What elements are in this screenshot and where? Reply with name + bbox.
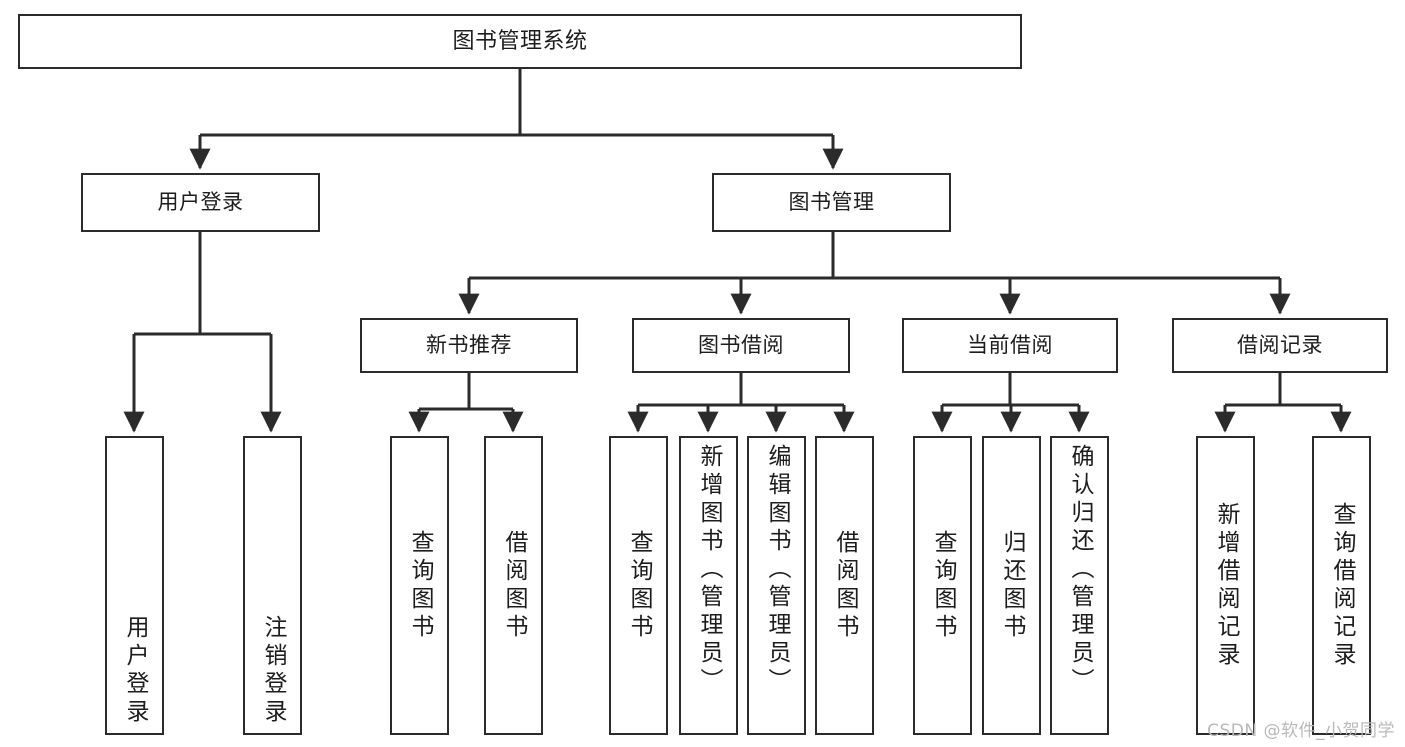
node-label: 用户登录: [157, 190, 244, 215]
leaf-query-borrow-record[interactable]: 查询借阅记录: [1312, 436, 1371, 735]
node-label: 新增图书（管理员）: [696, 444, 722, 696]
node-label: 图书管理系统: [452, 28, 588, 54]
node-borrow-record[interactable]: 借阅记录: [1172, 318, 1388, 373]
node-label: 注销登录: [260, 615, 286, 727]
leaf-query-book-current[interactable]: 查询图书: [913, 436, 972, 735]
node-label: 新增借阅记录: [1213, 501, 1239, 670]
node-book-manage[interactable]: 图书管理: [712, 173, 951, 232]
leaf-add-borrow-record[interactable]: 新增借阅记录: [1196, 436, 1255, 735]
node-label: 确认归还（管理员）: [1067, 444, 1093, 696]
node-label: 查询图书: [930, 529, 956, 642]
node-label: 当前借阅: [967, 333, 1053, 358]
node-label: 查询图书: [626, 529, 652, 642]
leaf-query-book-recommend[interactable]: 查询图书: [390, 436, 449, 735]
node-current-borrow[interactable]: 当前借阅: [902, 318, 1118, 373]
leaf-add-book[interactable]: 新增图书（管理员）: [679, 436, 738, 735]
leaf-query-book-borrow[interactable]: 查询图书: [609, 436, 668, 735]
node-root-system[interactable]: 图书管理系统: [18, 14, 1022, 69]
node-book-borrow[interactable]: 图书借阅: [632, 318, 850, 373]
leaf-user-logout[interactable]: 注销登录: [243, 436, 302, 735]
node-label: 借阅图书: [832, 529, 858, 642]
leaf-edit-book[interactable]: 编辑图书（管理员）: [747, 436, 806, 735]
node-label: 图书借阅: [698, 333, 784, 358]
node-label: 查询图书: [407, 529, 433, 642]
leaf-return-book[interactable]: 归还图书: [982, 436, 1041, 735]
leaf-user-login[interactable]: 用户登录: [105, 436, 164, 735]
node-label: 归还图书: [999, 529, 1025, 642]
node-label: 新书推荐: [426, 333, 512, 358]
node-label: 用户登录: [122, 615, 148, 727]
leaf-confirm-return[interactable]: 确认归还（管理员）: [1050, 436, 1109, 735]
leaf-borrow-book-recommend[interactable]: 借阅图书: [484, 436, 543, 735]
csdn-watermark: CSDN @软件_小贺同学: [1207, 721, 1395, 741]
node-user-login[interactable]: 用户登录: [81, 173, 320, 232]
node-label: 借阅图书: [501, 529, 527, 642]
node-label: 查询借阅记录: [1329, 501, 1355, 670]
node-label: 编辑图书（管理员）: [764, 444, 790, 696]
node-label: 图书管理: [788, 190, 875, 215]
leaf-borrow-book[interactable]: 借阅图书: [815, 436, 874, 735]
node-new-book-recommend[interactable]: 新书推荐: [360, 318, 578, 373]
node-label: 借阅记录: [1237, 333, 1323, 358]
